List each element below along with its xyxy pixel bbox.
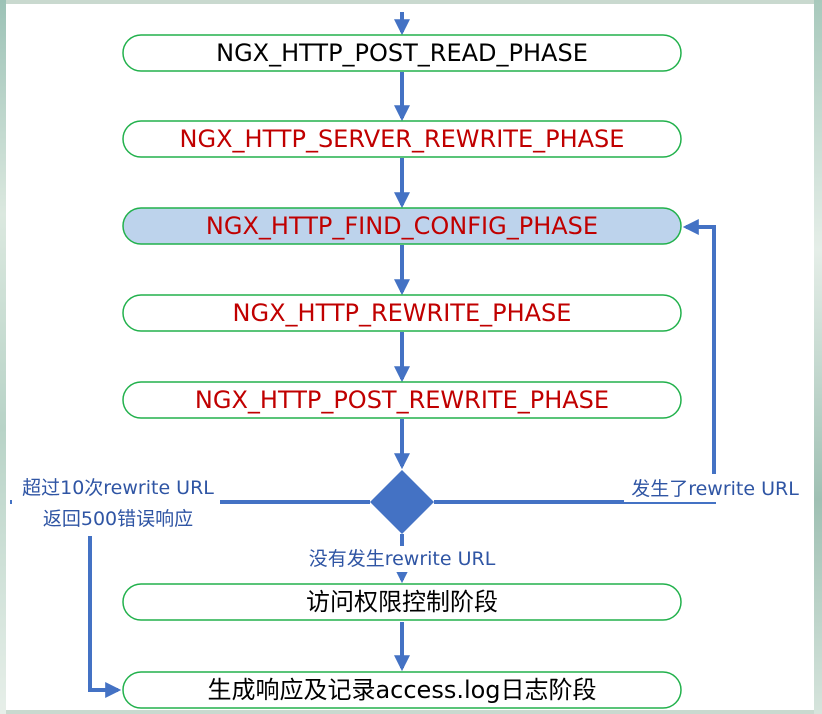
node-box [122,120,682,158]
node-label: NGX_HTTP_SERVER_REWRITE_PHASE [180,125,625,153]
left-branch-label-2: 返回500错误响应 [43,508,193,530]
node-rewrite-phase: NGX_HTTP_REWRITE_PHASE [122,294,682,332]
node-box [122,294,682,332]
rewrite-decision-diamond [370,470,434,534]
node-post-rewrite-phase: NGX_HTTP_POST_REWRITE_PHASE [122,381,682,419]
node-label: NGX_HTTP_REWRITE_PHASE [233,299,572,327]
node-box [122,381,682,419]
node-post-read-phase: NGX_HTTP_POST_READ_PHASE [122,34,682,72]
node-label: 访问权限控制阶段 [306,588,498,616]
node-label: NGX_HTTP_FIND_CONFIG_PHASE [206,212,598,240]
node-box [122,671,682,709]
left-label-bg [12,472,220,530]
right-branch-label: 发生了rewrite URL [631,478,799,500]
left-branch-label-1: 超过10次rewrite URL [22,477,214,499]
loop-back-to-find-config [434,219,716,504]
node-label: 生成响应及记录access.log日志阶段 [207,676,596,704]
error-path-to-log [88,536,122,698]
node-log-phase: 生成响应及记录access.log日志阶段 [122,671,682,709]
node-label: NGX_HTTP_POST_REWRITE_PHASE [195,386,609,414]
phase-nodes: NGX_HTTP_POST_READ_PHASE NGX_HTTP_SERVER_… [122,34,682,709]
node-label: NGX_HTTP_POST_READ_PHASE [216,39,588,67]
node-box [122,34,682,72]
node-box [122,207,682,245]
node-access-control-phase: 访问权限控制阶段 [122,583,682,621]
left-decor-border [0,0,6,714]
bottom-branch-label: 没有发生rewrite URL [309,548,496,570]
bottom-label-bg [298,546,506,572]
node-server-rewrite-phase: NGX_HTTP_SERVER_REWRITE_PHASE [122,120,682,158]
node-box [122,583,682,621]
node-find-config-phase: NGX_HTTP_FIND_CONFIG_PHASE [122,207,682,245]
right-label-bg [624,474,808,502]
right-decor-border [814,0,822,714]
